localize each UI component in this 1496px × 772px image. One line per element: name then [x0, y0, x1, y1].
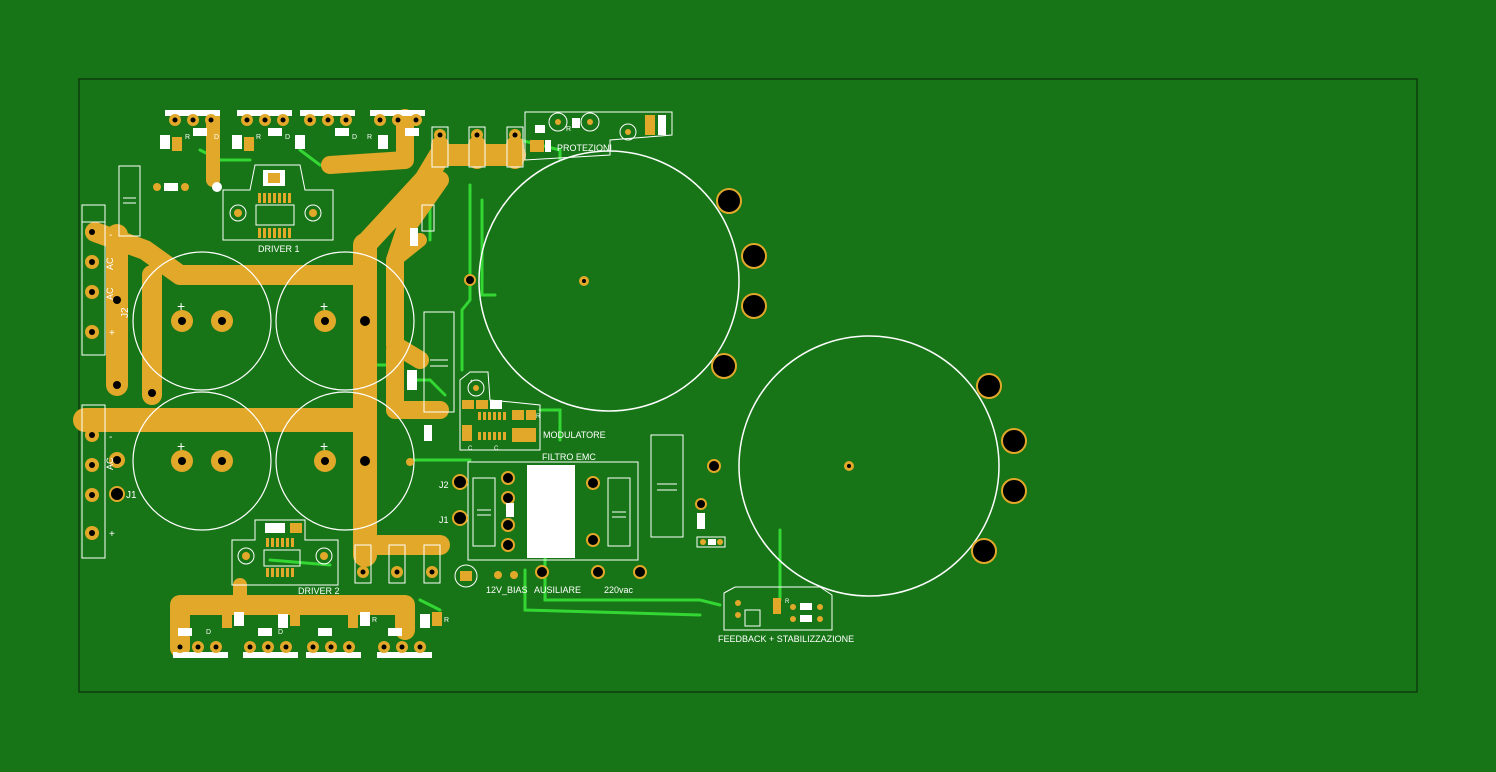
transformer-1 — [478, 150, 767, 412]
c-marker: C — [494, 446, 499, 452]
r-marker: R — [372, 617, 377, 624]
film-capacitor — [118, 165, 141, 237]
r-marker: R — [256, 134, 261, 141]
modulatore-label: MODULATORE — [543, 430, 606, 440]
r-marker: R — [236, 617, 241, 624]
capacitor-pads — [171, 310, 376, 472]
r-marker: R — [785, 599, 790, 605]
bulk-capacitors — [132, 251, 415, 531]
minus-label: - — [109, 432, 112, 443]
cap-plus-mark: + — [177, 298, 185, 314]
driver2-module: DRIVER 2 — [231, 519, 340, 596]
board-outline — [78, 78, 1418, 693]
feedback-module: R FEEDBACK + STABILIZZAZIONE — [718, 586, 854, 644]
plus-label: + — [470, 379, 474, 385]
ac-label: AC — [105, 457, 115, 470]
input-connector-bottom: - AC + J1 — [81, 404, 137, 559]
feedback-label: FEEDBACK + STABILIZZAZIONE — [718, 634, 854, 644]
protezioni-module: R PROTEZIONI — [524, 111, 673, 161]
driver2-label: DRIVER 2 — [298, 586, 340, 596]
d-marker: D — [278, 629, 283, 636]
cap-plus-mark: + — [177, 438, 185, 454]
top-transistor-row: R D R D D R — [160, 110, 425, 151]
plus-label: + — [109, 328, 115, 339]
ausiliare-label: AUSILIARE — [534, 585, 581, 595]
protezioni-label: PROTEZIONI — [557, 143, 612, 153]
cap-plus-mark: + — [320, 298, 328, 314]
cap-plus-mark: + — [320, 438, 328, 454]
j1-emc-label: J1 — [439, 515, 449, 525]
auxiliary-supply: 12V_BIAS AUSILIARE 220vac — [454, 564, 647, 595]
misc-parts — [464, 274, 726, 548]
plus-label: + — [109, 529, 115, 540]
d-marker: D — [352, 134, 357, 141]
bias-label: 12V_BIAS — [486, 585, 528, 595]
capacitor-polarity-marks: + + + + — [177, 298, 328, 454]
j1-label: J1 — [126, 490, 137, 501]
bus-pads — [354, 126, 524, 584]
ac-label: AC — [105, 287, 115, 300]
signal-traces — [198, 138, 782, 617]
modulatore-module: + R C C MODULATORE — [459, 371, 606, 452]
transformer-2 — [738, 335, 1027, 597]
j2-emc-label: J2 — [439, 480, 449, 490]
small-resistor — [153, 182, 222, 192]
d-marker: D — [285, 134, 290, 141]
driver1-module: DRIVER 1 — [222, 164, 334, 254]
c-marker: C — [468, 446, 473, 452]
driver1-label: DRIVER 1 — [258, 244, 300, 254]
d-marker: D — [206, 629, 211, 636]
filtro-emc-module: FILTRO EMC J2 J1 — [439, 452, 639, 561]
r-marker: R — [185, 134, 190, 141]
ac-label: AC — [105, 257, 115, 270]
film-capacitor — [650, 434, 684, 538]
input-connector-top: - AC AC + J2 — [81, 204, 160, 401]
power-copper-traces — [73, 109, 526, 658]
r-marker: R — [444, 617, 449, 624]
filtro-emc-label: FILTRO EMC — [542, 452, 596, 462]
film-capacitor — [423, 311, 455, 413]
r-marker: R — [367, 134, 372, 141]
r-marker: R — [536, 414, 541, 420]
r-marker: R — [566, 126, 571, 133]
d-marker: D — [214, 134, 219, 141]
vac-label: 220vac — [604, 585, 634, 595]
minus-label: - — [109, 230, 112, 241]
bottom-transistor-row: D R D R R — [173, 612, 449, 658]
j2-label: J2 — [120, 307, 131, 318]
